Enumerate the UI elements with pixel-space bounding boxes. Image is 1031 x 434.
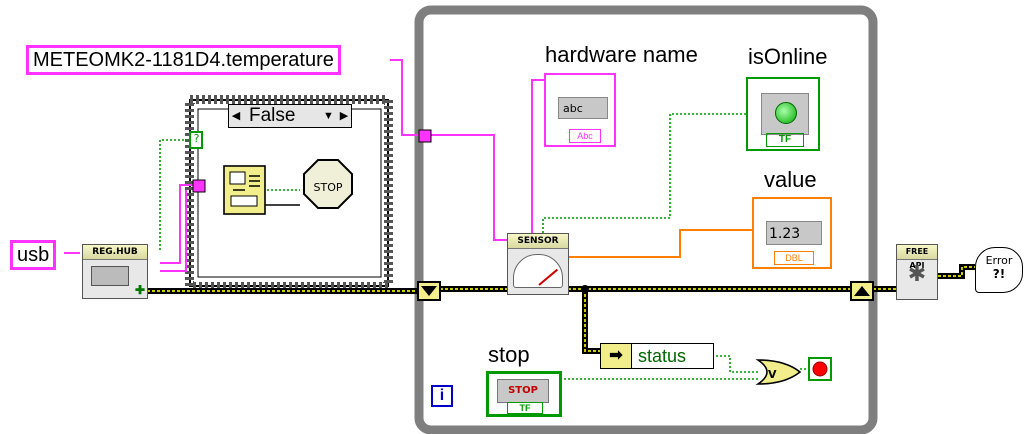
increment-arrow-icon[interactable]: ▶ — [339, 110, 349, 122]
status-field: status — [638, 346, 687, 366]
iteration-label: i — [439, 387, 445, 404]
while-loop-frame[interactable] — [414, 5, 878, 434]
error-mark: ?! — [992, 267, 1006, 281]
value-indicator[interactable]: 1.23 DBL — [752, 197, 832, 269]
string-tunnel — [418, 129, 432, 143]
cluster-arrow-icon: ➡ — [601, 344, 632, 368]
value-label: value — [764, 167, 817, 192]
selector-question-mark: ? — [193, 132, 200, 145]
stop-control[interactable]: STOP TF — [486, 371, 562, 417]
reg-hub-title: REG.HUB — [83, 245, 147, 260]
error-cluster-wire — [147, 204, 975, 354]
error-label: Error — [985, 254, 1013, 267]
is-online-indicator[interactable]: TF — [746, 77, 820, 151]
free-api-vi[interactable]: FREE API ✱ — [896, 244, 938, 300]
add-icon: ✚ — [134, 283, 145, 297]
selector-terminal — [189, 131, 203, 149]
led-icon — [775, 102, 797, 124]
hardware-name-label: hardware name — [545, 42, 698, 67]
iteration-terminal — [431, 385, 453, 407]
string-display: abc — [558, 97, 608, 119]
wire-junction — [581, 285, 589, 293]
dialog-icon — [223, 165, 266, 215]
free-api-title: FREE API — [897, 245, 937, 270]
left-shift-register[interactable] — [417, 281, 441, 301]
stop-type-tag: TF — [507, 402, 543, 414]
dropdown-arrow-icon[interactable]: ▼ — [323, 110, 334, 122]
svg-text:STOP: STOP — [314, 181, 343, 194]
numeric-display: 1.23 — [766, 221, 822, 245]
hardware-name-indicator[interactable]: abc Abc — [544, 73, 616, 147]
sensor-vi[interactable]: SENSOR — [507, 233, 569, 295]
sensor-title: SENSOR — [508, 234, 568, 249]
hub-constant[interactable]: usb — [10, 240, 57, 270]
stop-label: stop — [488, 342, 530, 367]
or-function[interactable]: V — [755, 359, 802, 385]
numeric-wire — [568, 229, 760, 258]
case-selector-label: False — [249, 105, 296, 126]
right-shift-register[interactable] — [850, 281, 874, 301]
string-type-tag: Abc — [569, 129, 601, 143]
bool-type-tag: TF — [766, 133, 804, 147]
dbl-type-tag: DBL — [774, 251, 814, 265]
is-online-label: isOnline — [748, 44, 828, 69]
case-selector[interactable]: ◀ False ▼ ▶ — [228, 104, 352, 128]
svg-text:V: V — [768, 368, 777, 381]
usb-plug-icon — [91, 266, 129, 286]
stop-sign-icon: STOP — [303, 159, 353, 209]
gauge-icon — [513, 254, 563, 288]
case-structure[interactable] — [185, 95, 393, 291]
stop-button[interactable]: STOP — [497, 379, 549, 403]
delete-icon: ✱ — [907, 261, 927, 286]
loop-condition-terminal[interactable] — [808, 357, 832, 381]
decrement-arrow-icon[interactable]: ◀ — [231, 110, 241, 122]
case-string-tunnel — [192, 179, 206, 193]
error-handler-vi[interactable]: Error ?! — [975, 247, 1023, 293]
reg-hub-vi[interactable]: REG.HUB ✚ — [82, 244, 148, 299]
sensor-name-constant[interactable]: METEOMK2-1181D4.temperature — [26, 45, 341, 75]
unbundle-by-name[interactable]: ➡ status — [600, 343, 714, 369]
